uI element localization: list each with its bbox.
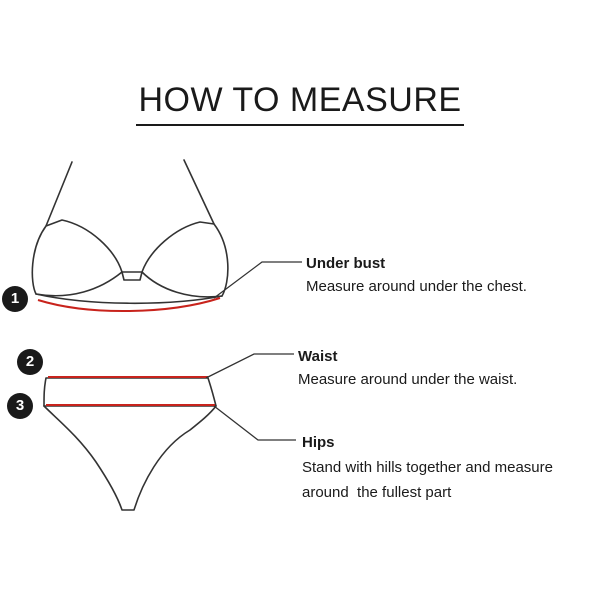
hips-heading: Hips: [302, 434, 335, 451]
waist-leader-line: [205, 353, 294, 379]
under-bust-leader-line: [213, 261, 302, 299]
under-bust-label-group: Under bust Measure around under the ches…: [306, 252, 527, 298]
hips-description: Stand with hills together and measure ar…: [302, 459, 553, 501]
step-badge-1: 1: [2, 286, 28, 312]
left-cup: [31, 219, 123, 297]
page-title: HOW TO MEASURE: [0, 78, 600, 126]
center-gore: [121, 271, 143, 281]
under-bust-measure-line: [37, 297, 221, 312]
step-badge-3: 3: [7, 393, 33, 419]
waist-heading: Waist: [298, 348, 338, 365]
panty-body: [43, 405, 217, 511]
right-cup: [141, 221, 229, 298]
bra-illustration: [31, 159, 229, 305]
under-bust-heading: Under bust: [306, 255, 386, 272]
hips-label-group: Hips Stand with hills together and measu…: [302, 430, 553, 505]
panty-illustration: [43, 377, 217, 511]
page-title-text: HOW TO MEASURE: [136, 78, 464, 126]
hips-leader-line: [213, 405, 296, 441]
step-badge-2: 2: [17, 349, 43, 375]
right-strap: [183, 159, 215, 225]
waist-label-group: Waist Measure around under the waist.: [298, 345, 517, 391]
left-strap: [45, 161, 73, 227]
bra-band: [35, 293, 223, 305]
panty-waistband: [43, 377, 217, 407]
under-bust-description: Measure around under the chest.: [306, 278, 527, 295]
waist-description: Measure around under the waist.: [298, 371, 518, 388]
